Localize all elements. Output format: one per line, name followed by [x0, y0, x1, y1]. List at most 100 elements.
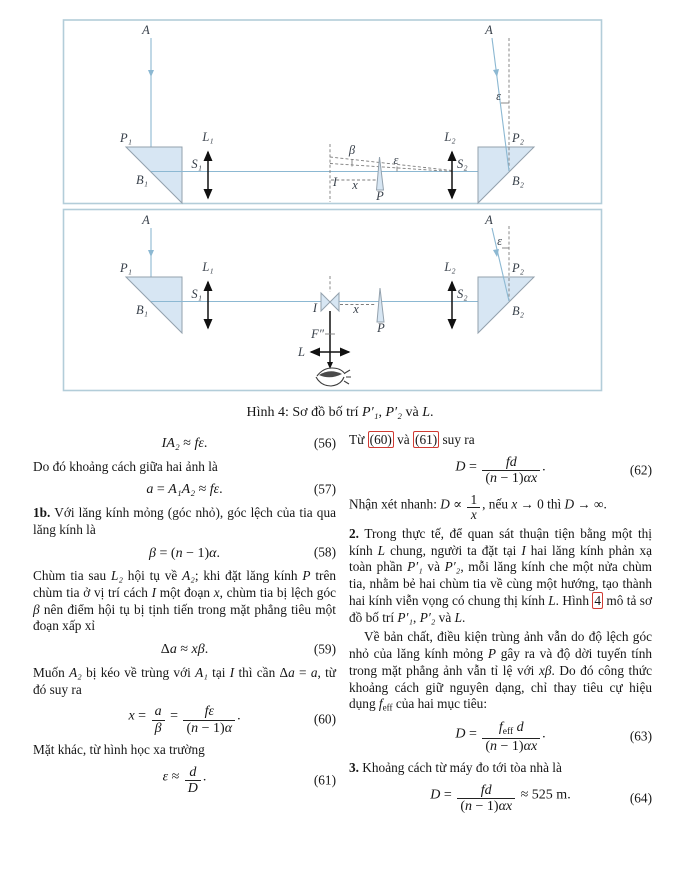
equation-number: (63) — [629, 728, 652, 744]
reflecting-prism-left — [320, 291, 331, 313]
paragraph: Do đó khoảng cách giữa hai ảnh là — [33, 458, 218, 474]
ray-arrowhead — [148, 250, 154, 257]
label-i: I — [332, 175, 338, 189]
label-l: L — [297, 345, 305, 359]
label-p: P — [376, 321, 385, 335]
label-a-right: A — [484, 23, 493, 37]
figure-frame-top — [62, 19, 603, 205]
equation-body: D = feff d(n − 1)αx. — [455, 720, 546, 754]
ref-link[interactable]: 4 — [592, 591, 604, 609]
ray-arrowhead — [148, 70, 154, 77]
diagram-bottom: A P₁ B₁ L₁ S₁ I x P F″ L — [62, 208, 603, 392]
label-epsilon-right: ε — [496, 89, 501, 103]
wedge-prism-p — [376, 287, 385, 323]
column-right: Từ (60) và (61) suy ra D = fd(n − 1)αx. … — [349, 429, 652, 821]
equation-number: (59) — [313, 641, 336, 657]
label-epsilon: ε — [394, 153, 399, 167]
label-b2: B₂ — [512, 174, 525, 188]
label-x: x — [351, 178, 358, 192]
label-p2: P₂ — [511, 261, 525, 275]
figure-4: A P₁ B₁ L₁ S₁ β I x P ε L₂ S₂ P₂ B₂ — [0, 0, 680, 421]
ray-arrowhead — [493, 69, 499, 77]
paragraph: Về bản chất, điều kiện trùng ảnh vẫn do … — [349, 629, 653, 713]
label-b1: B₁ — [136, 303, 148, 317]
text-columns: IA₂ ≈ fε. (56) Do đó khoảng cách giữa ha… — [0, 425, 680, 831]
label-l1: L₁ — [201, 260, 213, 274]
inline-fraction: feff d(n − 1)αx — [482, 720, 541, 754]
deflected-ray-guide — [329, 156, 453, 171]
ray-a-right — [491, 37, 510, 172]
label-s2: S₂ — [457, 287, 468, 301]
ref-link[interactable]: (61) — [413, 431, 440, 448]
equation-body: D = fd(n − 1)αx ≈ 525 m. — [430, 782, 571, 815]
equation-number: (58) — [313, 544, 336, 560]
equation-number: (60) — [313, 711, 336, 727]
equation-57: a = A₁A₂ ≈ fε. (57) — [33, 481, 336, 499]
ray-a-right — [491, 227, 510, 302]
ray-arrowhead — [493, 249, 499, 257]
prism-p2 — [477, 146, 536, 205]
equation-body: Δa ≈ xβ. — [160, 642, 209, 658]
inline-fraction: fd(n − 1)αx — [457, 783, 516, 815]
prism-p1 — [124, 276, 183, 335]
label-a-left: A — [141, 23, 150, 37]
label-epsilon-right: ε — [497, 234, 502, 248]
label-a-left: A — [141, 213, 150, 227]
label-s1: S₁ — [191, 157, 202, 171]
equation-58: β = (n − 1)α. (58) — [33, 545, 336, 563]
prism-p2 — [477, 276, 536, 335]
equation-number: (56) — [313, 435, 336, 451]
inline-fraction: fd(n − 1)αx — [482, 455, 541, 487]
to-eye-arrowhead — [327, 362, 333, 369]
equation-56: IA₂ ≈ fε. (56) — [33, 435, 336, 453]
inline-fraction: fε(n − 1)α — [183, 704, 236, 736]
label-f-double-prime: F″ — [310, 327, 325, 341]
label-p1: P₁ — [119, 131, 132, 145]
eye-icon — [315, 367, 351, 387]
equation-number: (57) — [313, 481, 336, 497]
equation-62: D = fd(n − 1)αx. (62) — [349, 455, 652, 487]
label-l2: L₂ — [443, 260, 456, 274]
equation-64: D = fd(n − 1)αx ≈ 525 m. (64) — [349, 783, 652, 815]
label-i: I — [312, 301, 318, 315]
equation-number: (62) — [629, 462, 652, 478]
paragraph: Từ (60) và (61) suy ra — [349, 431, 475, 448]
paragraph-3: 3. Khoảng cách từ máy đo tới tòa nhà là — [349, 760, 562, 776]
reflecting-prism-right — [329, 291, 340, 313]
paragraph-2: 2. Trong thực tế, để quan sát thuận tiện… — [349, 525, 653, 625]
diagram-top: A P₁ B₁ L₁ S₁ β I x P ε L₂ S₂ P₂ B₂ — [62, 19, 603, 205]
column-left: IA₂ ≈ fε. (56) Do đó khoảng cách giữa ha… — [33, 429, 336, 821]
label-b2: B₂ — [512, 304, 525, 318]
paragraph: Muốn A₂ bị kéo về trùng với A₁ tại I thì… — [33, 664, 336, 697]
label-a-right: A — [484, 213, 493, 227]
equation-number: (61) — [313, 772, 336, 788]
ray-guide — [329, 163, 453, 172]
equation-body: a = A₁A₂ ≈ fε. — [146, 482, 223, 498]
equation-63: D = feff d(n − 1)αx. (63) — [349, 720, 652, 754]
label-l2: L₂ — [443, 130, 456, 144]
equation-body: D = fd(n − 1)αx. — [455, 454, 546, 487]
figure-caption: Hình 4: Sơ đồ bố trí P′₁, P′₂ và L. — [246, 405, 434, 420]
figure-frame-bottom — [62, 208, 603, 392]
label-l1: L₁ — [201, 130, 213, 144]
label-p1: P₁ — [119, 261, 132, 275]
label-beta: β — [348, 143, 356, 157]
prism-p1 — [124, 146, 183, 205]
ref-link[interactable]: (60) — [367, 431, 394, 448]
label-b1: B₁ — [136, 173, 148, 187]
optical-diagrams: A P₁ B₁ L₁ S₁ β I x P ε L₂ S₂ P₂ B₂ — [62, 19, 603, 392]
paragraph: Mặt khác, từ hình học xa trường — [33, 742, 205, 758]
label-p2: P₂ — [511, 131, 525, 145]
paragraph-1b: 1b. Với lăng kính mỏng (góc nhỏ), góc lệ… — [33, 505, 336, 537]
equation-body: IA₂ ≈ fε. — [161, 436, 208, 451]
label-p: P — [375, 189, 384, 203]
label-s1: S₁ — [191, 287, 202, 301]
